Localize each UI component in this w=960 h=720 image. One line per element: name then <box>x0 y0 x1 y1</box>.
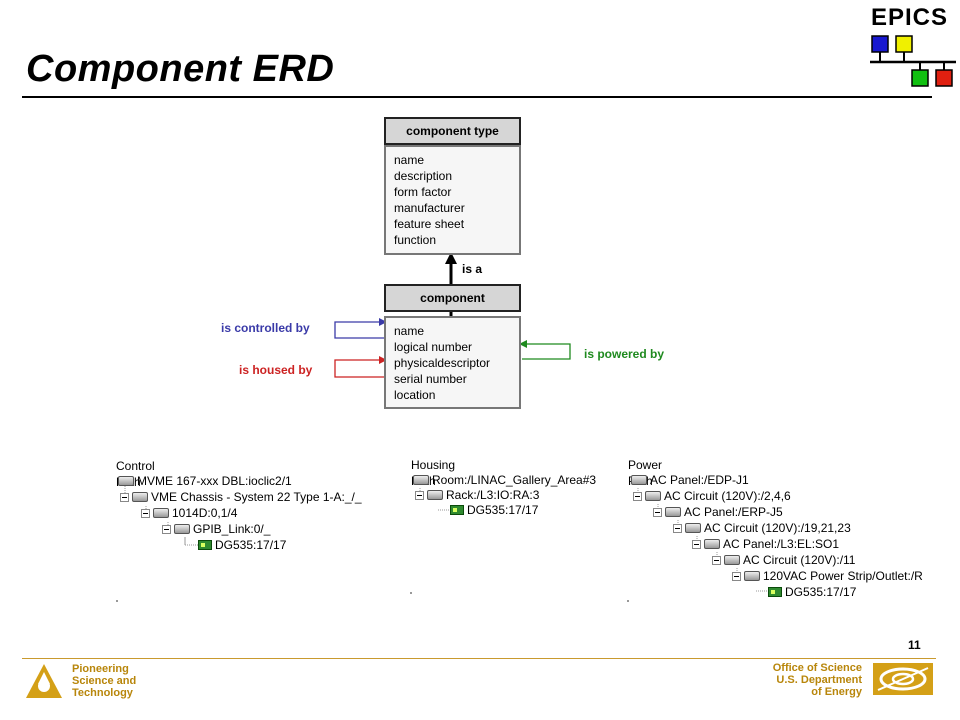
tree-node-label: AC Panel:/ERP-J5 <box>684 505 783 519</box>
tree-node[interactable]: AC Panel:/EDP-J1 <box>631 472 749 488</box>
title-divider <box>22 96 932 98</box>
tree-node-label: 1014D:0,1/4 <box>172 506 238 520</box>
collapse-icon[interactable] <box>673 523 682 533</box>
is-a-arrow-head <box>445 252 457 264</box>
tree-node[interactable]: VME Chassis - System 22 Type 1-A:_/_ <box>120 489 362 505</box>
tree-node[interactable]: 1014D:0,1/4 <box>141 505 237 521</box>
room-icon <box>413 475 429 485</box>
tree-node[interactable]: AC Circuit (120V):/2,4,6 <box>633 488 791 504</box>
powered-by-loop <box>522 343 571 360</box>
field-name: name <box>394 153 425 167</box>
field-physicaldescriptor: physicaldescriptor <box>394 356 491 370</box>
tree-node[interactable]: DG535:17/17 <box>198 537 286 553</box>
field-feature-sheet: feature sheet <box>394 217 465 231</box>
tree-node[interactable]: AC Circuit (120V):/11 <box>712 552 855 568</box>
tree-node[interactable]: DG535:17/17 <box>450 502 538 518</box>
entity-component-header: component <box>384 284 521 312</box>
field-manufacturer: manufacturer <box>394 201 465 215</box>
collapse-icon[interactable] <box>653 507 662 517</box>
doe-logo-icon <box>873 663 933 695</box>
device-icon <box>198 540 212 550</box>
epics-network-icon <box>870 35 956 87</box>
tree-node-label: AC Circuit (120V):/2,4,6 <box>664 489 791 503</box>
tree-node[interactable]: AC Panel:/L3:EL:SO1 <box>692 536 839 552</box>
relation-is-housed-by: is housed by <box>239 363 313 377</box>
rack-icon <box>427 490 443 500</box>
tree-node-label: 120VAC Power Strip/Outlet:/R <box>763 569 923 583</box>
collapse-icon[interactable] <box>633 491 642 501</box>
entity-component-type-fields: name description form factor manufacture… <box>384 145 521 255</box>
tree-node-label: DG535:17/17 <box>467 503 539 517</box>
field-serial-number: serial number <box>394 372 467 386</box>
tree-node-label: MVME 167-xxx DBL:ioclic2/1 <box>137 474 292 488</box>
circuit-icon <box>645 491 661 501</box>
entity-component-fields: name logical number physicaldescriptor s… <box>384 316 521 409</box>
collapse-icon[interactable] <box>162 524 171 534</box>
relation-is-powered-by: is powered by <box>584 347 665 361</box>
argonne-logo-icon <box>26 664 62 698</box>
page-title: Component ERD <box>26 48 335 90</box>
tree-node[interactable]: GPIB_Link:0/_ <box>162 521 270 537</box>
panel-icon <box>631 475 647 485</box>
entity-component-type-header: component type <box>384 117 521 145</box>
footer-divider <box>22 658 936 659</box>
tree-node-label: GPIB_Link:0/_ <box>193 522 271 536</box>
tree-node[interactable]: AC Panel:/ERP-J5 <box>653 504 783 520</box>
tree-node-label: AC Panel:/EDP-J1 <box>650 473 749 487</box>
tree-node-label: DG535:17/17 <box>785 585 857 599</box>
epics-logo-text: EPICS <box>871 4 949 31</box>
field-name: name <box>394 324 425 338</box>
field-logical-number: logical number <box>394 340 473 354</box>
panel-icon <box>704 539 720 549</box>
collapse-icon[interactable] <box>712 555 721 565</box>
tree-node[interactable]: MVME 167-xxx DBL:ioclic2/1 <box>118 473 292 489</box>
tree-node[interactable]: Room:/LINAC_Gallery_Area#3 <box>413 472 596 488</box>
collapse-icon[interactable] <box>141 508 150 518</box>
collapse-icon[interactable] <box>415 490 424 500</box>
tree-node[interactable]: 120VAC Power Strip/Outlet:/R <box>732 568 923 584</box>
chassis-icon <box>132 492 148 502</box>
tree-node-label: AC Circuit (120V):/11 <box>743 553 856 567</box>
field-description: description <box>394 169 453 183</box>
chassis-icon <box>118 476 134 486</box>
collapse-icon[interactable] <box>120 492 129 502</box>
relation-is-controlled-by: is controlled by <box>221 321 310 335</box>
collapse-icon[interactable] <box>732 571 741 581</box>
tree-node-label: AC Panel:/L3:EL:SO1 <box>723 537 840 551</box>
chassis-icon <box>153 508 169 518</box>
tree-node[interactable]: Rack:/L3:IO:RA:3 <box>415 487 539 503</box>
circuit-icon <box>685 523 701 533</box>
power-strip-icon <box>744 571 760 581</box>
footer-tagline: Pioneering Science and Technology <box>72 663 137 699</box>
housed-by-loop <box>334 359 384 378</box>
field-form-factor: form factor <box>394 185 452 199</box>
field-function: function <box>394 233 437 247</box>
tree-node-label: Rack:/L3:IO:RA:3 <box>446 488 540 502</box>
footer-office: Office of Science U.S. Department of Ene… <box>772 662 862 698</box>
field-location: location <box>394 388 436 402</box>
collapse-icon[interactable] <box>692 539 701 549</box>
device-icon <box>450 505 464 515</box>
tree-node-label: Room:/LINAC_Gallery_Area#3 <box>432 473 597 487</box>
chassis-icon <box>174 524 190 534</box>
tree-node-label: VME Chassis - System 22 Type 1-A:_/_ <box>151 490 362 504</box>
tree-node[interactable]: AC Circuit (120V):/19,21,23 <box>673 520 851 536</box>
page-number: 11 <box>908 638 921 652</box>
tree-node[interactable]: DG535:17/17 <box>768 584 856 600</box>
device-icon <box>768 587 782 597</box>
controlled-by-loop <box>334 321 384 339</box>
circuit-icon <box>724 555 740 565</box>
epics-logo: EPICS <box>866 2 960 94</box>
relation-is-a: is a <box>462 262 483 276</box>
panel-icon <box>665 507 681 517</box>
tree-node-label: DG535:17/17 <box>215 538 287 552</box>
tree-node-label: AC Circuit (120V):/19,21,23 <box>704 521 851 535</box>
